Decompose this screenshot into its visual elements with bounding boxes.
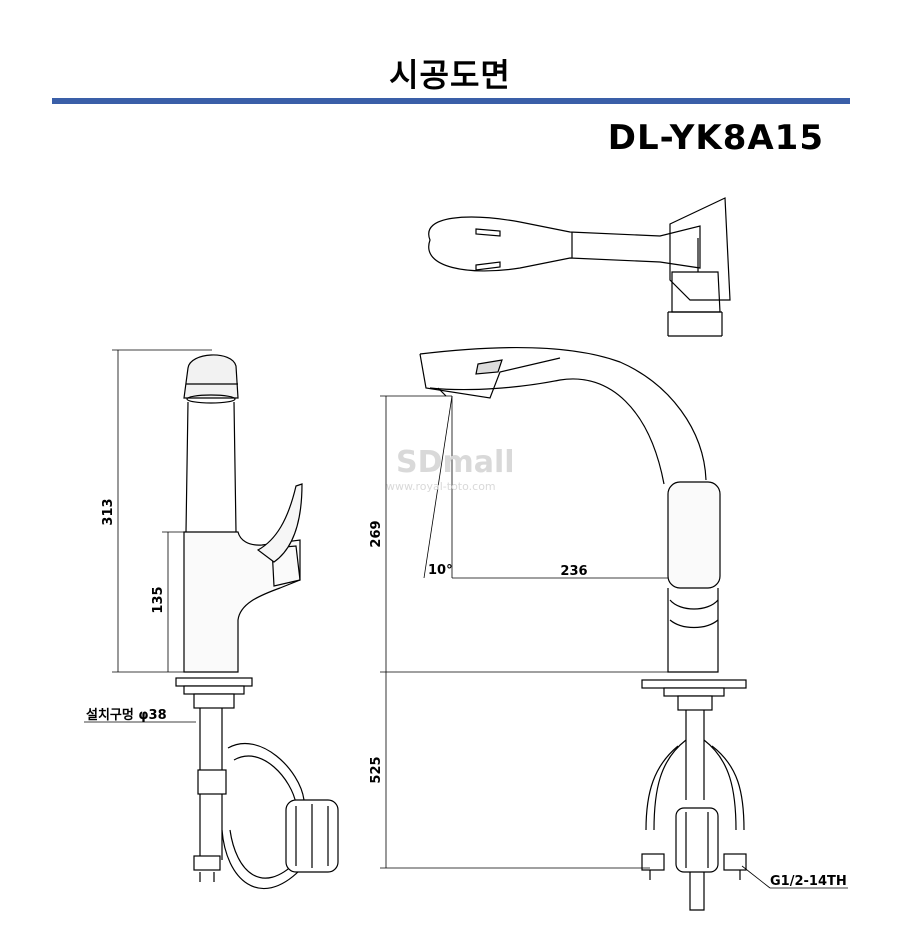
dim-body-height: 135	[151, 586, 166, 613]
model-number: DL-YK8A15	[607, 118, 824, 158]
side-view-left	[175, 354, 339, 890]
dim-spout-angle: 10°	[428, 563, 453, 578]
dim-hose-length: 525	[369, 756, 384, 783]
watermark-url: www.royal-toto.com	[386, 480, 496, 493]
dim-thread: G1/2-14TH	[770, 874, 847, 889]
dim-spout-height: 269	[369, 520, 384, 547]
top-view	[428, 197, 731, 337]
dim-total-height: 313	[101, 498, 116, 525]
page-title: 시공도면	[389, 56, 511, 94]
right-dimension-lines	[380, 395, 848, 889]
title-rule	[52, 98, 850, 104]
side-view-right	[419, 346, 747, 911]
dim-mount-hole: 설치구멍 φ38	[86, 707, 167, 723]
left-dimension-lines	[84, 349, 212, 723]
dim-spout-reach: 236	[560, 564, 587, 579]
watermark-brand: SDmall	[396, 445, 515, 480]
